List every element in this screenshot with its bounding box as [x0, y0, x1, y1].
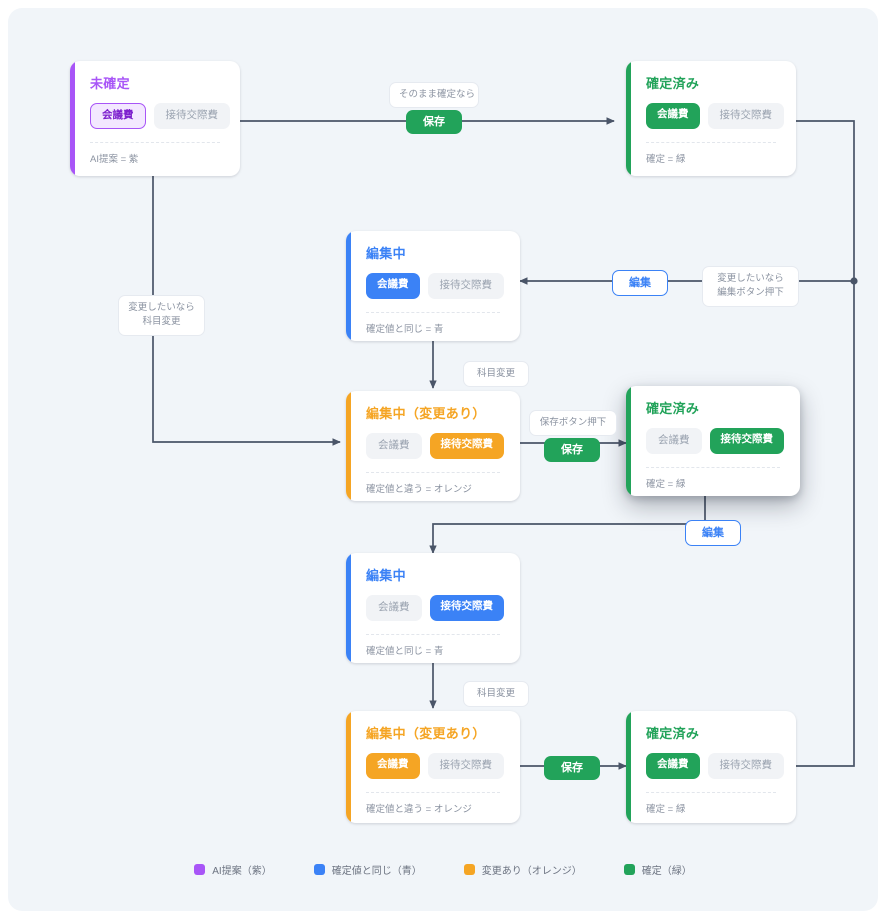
- node-card-henshuchu-lower[interactable]: 編集中 会議費 接待交際費 確定値と同じ = 青: [346, 553, 520, 663]
- edge-label-right-line2: 編集ボタン押下: [717, 287, 784, 299]
- card-note: 確定値と同じ = 青: [366, 323, 444, 335]
- card-divider: [646, 141, 776, 143]
- accent-bar: [346, 711, 351, 823]
- diagram-canvas: 未確定 会議費 接待交際費 AI提案 = 紫 確定済み 会議費 接待交際費 確定…: [8, 8, 878, 911]
- card-title: 未確定: [90, 76, 130, 91]
- pill-group: 会議費 接待交際費: [366, 433, 506, 459]
- pill-kaigihi[interactable]: 会議費: [366, 753, 420, 779]
- pill-kaigihi[interactable]: 会議費: [366, 595, 422, 621]
- node-card-kakuteizumi-bottom[interactable]: 確定済み 会議費 接待交際費 確定 = 緑: [626, 711, 796, 823]
- pill-group: 会議費 接待交際費: [366, 273, 506, 299]
- card-note: AI提案 = 紫: [90, 153, 139, 165]
- card-note: 確定値と同じ = 青: [366, 645, 444, 657]
- pill-group: 会議費 接待交際費: [646, 103, 784, 129]
- accent-bar: [346, 391, 351, 501]
- card-divider: [366, 311, 500, 313]
- legend-label: AI提案（紫）: [212, 866, 272, 877]
- edge-label-left-line1: 変更したいなら: [128, 302, 195, 313]
- save-button-mid[interactable]: 保存: [544, 438, 600, 463]
- edge-junction-dot: [850, 277, 858, 285]
- node-card-henshuchu-henko-upper[interactable]: 編集中（変更あり） 会議費 接待交際費 確定値と違う = オレンジ: [346, 391, 520, 501]
- save-button-top[interactable]: 保存: [406, 110, 462, 135]
- card-divider: [366, 471, 500, 473]
- legend: AI提案（紫） 確定値と同じ（青） 変更あり（オレンジ） 確定（緑）: [8, 862, 878, 877]
- card-title: 確定済み: [646, 76, 700, 91]
- node-card-henshuchu-henko-lower[interactable]: 編集中（変更あり） 会議費 接待交際費 確定値と違う = オレンジ: [346, 711, 520, 823]
- legend-swatch-purple-icon: [194, 864, 206, 875]
- edge-label-kamoku-change-2: 科目変更: [463, 681, 529, 708]
- legend-swatch-orange-icon: [463, 864, 475, 875]
- card-title: 編集中: [366, 246, 406, 261]
- pill-group: 会議費 接待交際費: [366, 753, 506, 779]
- card-divider: [366, 791, 500, 793]
- edge-label-right-line1: 変更したいなら: [717, 273, 784, 284]
- card-note: 確定値と違う = オレンジ: [366, 483, 472, 495]
- edge-label-right-condition: 変更したいなら 編集ボタン押下: [702, 266, 799, 307]
- card-title: 編集中（変更あり）: [366, 406, 486, 421]
- pill-settaikosaihi[interactable]: 接待交際費: [707, 753, 784, 779]
- card-divider: [646, 791, 776, 793]
- card-note: 確定値と違う = オレンジ: [366, 803, 472, 815]
- edge-label-top-condition: そのまま確定なら: [389, 82, 479, 109]
- accent-bar: [626, 386, 631, 496]
- card-note: 確定 = 緑: [646, 803, 686, 815]
- legend-label: 確定値と同じ（青）: [331, 866, 422, 877]
- pill-settaikosaihi[interactable]: 接待交際費: [153, 103, 230, 129]
- pill-kaigihi[interactable]: 会議費: [646, 103, 700, 129]
- legend-swatch-blue-icon: [313, 864, 325, 875]
- pill-settaikosaihi[interactable]: 接待交際費: [427, 273, 504, 299]
- card-title: 編集中: [366, 568, 406, 583]
- legend-item-blue: 確定値と同じ（青）: [313, 862, 422, 877]
- edge-label-kamoku-change-1: 科目変更: [463, 361, 529, 388]
- pill-group: 会議費 接待交際費: [646, 753, 784, 779]
- edge-label-left-line2: 科目変更: [142, 316, 181, 328]
- edge-n2-rail: [780, 120, 855, 281]
- pill-kaigihi[interactable]: 会議費: [366, 433, 422, 459]
- accent-bar: [70, 61, 75, 176]
- accent-bar: [626, 711, 631, 823]
- edge-n1-n4: [152, 176, 341, 446]
- accent-bar: [626, 61, 631, 176]
- edit-button-right[interactable]: 編集: [612, 270, 668, 297]
- legend-swatch-green-icon: [623, 864, 635, 875]
- pill-group: 会議費 接待交際費: [90, 103, 230, 129]
- card-note: 確定 = 緑: [646, 478, 686, 490]
- pill-settaikosaihi[interactable]: 接待交際費: [707, 103, 784, 129]
- accent-bar: [346, 553, 351, 663]
- pill-kaigihi[interactable]: 会議費: [366, 273, 420, 299]
- edge-label-left-condition: 変更したいなら 科目変更: [118, 295, 205, 336]
- card-divider: [646, 466, 780, 468]
- edge-n5-n6: [429, 496, 706, 554]
- card-title: 編集中（変更あり）: [366, 726, 486, 741]
- save-button-bottom[interactable]: 保存: [544, 756, 600, 781]
- card-divider: [90, 141, 220, 143]
- node-card-kakuteizumi-highlighted[interactable]: 確定済み 会議費 接待交際費 確定 = 緑: [626, 386, 800, 496]
- pill-settaikosaihi[interactable]: 接待交際費: [429, 595, 504, 621]
- pill-kaigihi[interactable]: 会議費: [646, 753, 700, 779]
- pill-group: 会議費 接待交際費: [646, 428, 786, 454]
- edge-rail-n8: [780, 281, 855, 767]
- node-card-mikakutei[interactable]: 未確定 会議費 接待交際費 AI提案 = 紫: [70, 61, 240, 176]
- node-card-kakuteizumi-top[interactable]: 確定済み 会議費 接待交際費 確定 = 緑: [626, 61, 796, 176]
- edit-button-lower[interactable]: 編集: [685, 520, 741, 547]
- legend-item-purple: AI提案（紫）: [194, 862, 272, 877]
- legend-label: 確定（緑）: [641, 866, 692, 877]
- card-note: 確定 = 緑: [646, 153, 686, 165]
- legend-item-orange: 変更あり（オレンジ）: [463, 862, 582, 877]
- pill-settaikosaihi[interactable]: 接待交際費: [427, 753, 504, 779]
- pill-settaikosaihi[interactable]: 接待交際費: [709, 428, 784, 454]
- edge-label-save-button-press: 保存ボタン押下: [529, 410, 617, 437]
- card-divider: [366, 633, 500, 635]
- legend-label: 変更あり（オレンジ）: [481, 866, 582, 877]
- node-card-henshuchu-upper[interactable]: 編集中 会議費 接待交際費 確定値と同じ = 青: [346, 231, 520, 341]
- pill-kaigihi[interactable]: 会議費: [90, 103, 146, 129]
- pill-kaigihi[interactable]: 会議費: [646, 428, 702, 454]
- pill-settaikosaihi[interactable]: 接待交際費: [429, 433, 504, 459]
- pill-group: 会議費 接待交際費: [366, 595, 506, 621]
- legend-item-green: 確定（緑）: [623, 862, 692, 877]
- card-title: 確定済み: [646, 401, 700, 416]
- card-title: 確定済み: [646, 726, 700, 741]
- accent-bar: [346, 231, 351, 341]
